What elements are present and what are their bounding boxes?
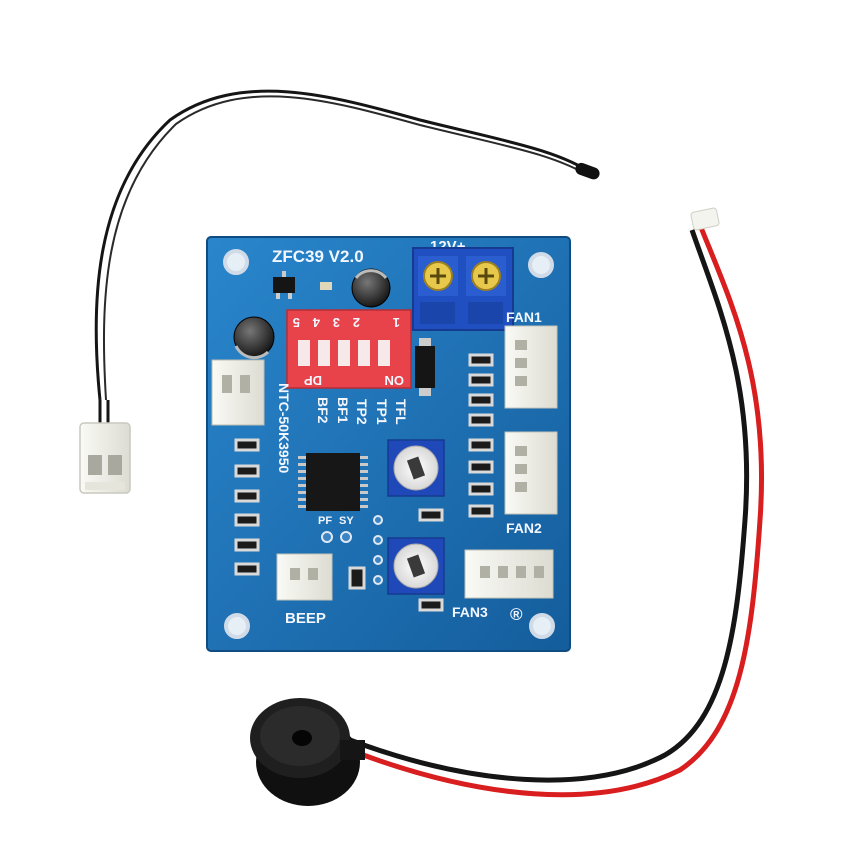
transistor <box>273 277 295 293</box>
capacitor <box>233 316 275 360</box>
sensor-label: NTC-50K3950 <box>276 383 292 473</box>
dip-function-tp2: TP2 <box>354 399 370 425</box>
ntc-connector <box>79 422 131 494</box>
pf-label: PF <box>318 515 332 527</box>
ntc-board-connector <box>211 359 265 426</box>
beep-label: BEEP <box>285 610 326 627</box>
wire-end-cap <box>690 207 720 231</box>
registered-mark: ® <box>510 605 523 624</box>
power-terminal-block <box>412 247 514 331</box>
potentiometer-1 <box>387 439 445 497</box>
fan1-label: FAN1 <box>506 309 542 325</box>
fan2-label: FAN2 <box>506 520 542 536</box>
capacitor <box>351 268 391 308</box>
smd-resistors-left <box>234 438 260 576</box>
dip-on-label: ON <box>385 373 405 388</box>
ntc-probe-tip <box>575 162 600 180</box>
mount-hole <box>528 252 554 278</box>
power-wires <box>349 207 765 798</box>
fan3-label: FAN3 <box>452 604 488 620</box>
dip-switch: 5 4 3 2 1 ON DP <box>286 309 412 389</box>
buzzer <box>250 698 365 806</box>
dip-number-3: 3 <box>333 315 340 330</box>
ic-chip <box>298 453 368 511</box>
mount-hole <box>529 613 555 639</box>
dip-function-bf2: BF2 <box>315 397 331 424</box>
fan3-connector <box>464 549 554 599</box>
potentiometer-2 <box>387 537 445 595</box>
dip-function-bf1: BF1 <box>335 397 351 424</box>
mount-hole <box>224 613 250 639</box>
dip-dp-label: DP <box>304 373 322 388</box>
board-model-label: ZFC39 V2.0 <box>272 247 364 266</box>
dip-number-1: 1 <box>393 315 400 330</box>
fan1-connector <box>504 325 558 409</box>
pcb-board: ZFC39 V2.0 12V+ <box>206 236 571 652</box>
mount-hole <box>223 249 249 275</box>
ntc-probe-wire <box>94 89 600 425</box>
dip-number-5: 5 <box>293 315 300 330</box>
dip-function-tfl: TFL <box>393 399 409 425</box>
beep-connector <box>276 553 333 601</box>
dip-function-tp1: TP1 <box>374 399 390 425</box>
fan2-connector <box>504 431 558 515</box>
dip-number-2: 2 <box>353 315 360 330</box>
sy-label: SY <box>339 515 354 527</box>
test-pads <box>321 515 383 585</box>
smd-resistors-right <box>348 353 494 612</box>
dip-number-4: 4 <box>312 315 320 330</box>
diode <box>415 346 435 388</box>
